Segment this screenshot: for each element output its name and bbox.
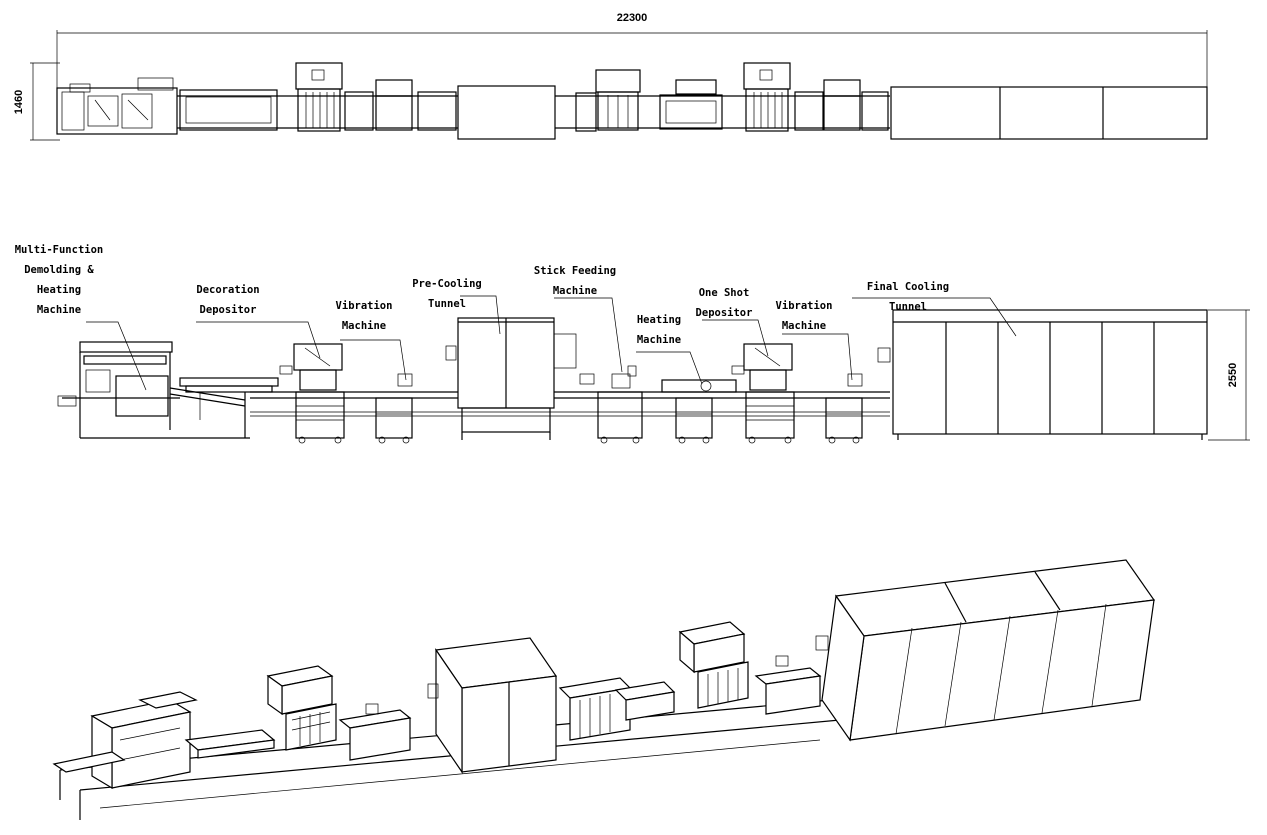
label-line: Heating <box>636 314 682 326</box>
length-dimension-label: 22300 <box>617 12 648 24</box>
label-line: Depositor <box>695 307 753 319</box>
label-line: Heating <box>36 284 82 296</box>
width-dimension-label: 1460 <box>13 90 25 114</box>
top-plan-view: 22300 1460 <box>13 12 1208 141</box>
label-vibration-machine-2: Vibration Machine <box>770 296 838 336</box>
label-multi-function-machine: Multi-Function Demolding & Heating Machi… <box>14 240 104 320</box>
label-line: Machine <box>341 320 387 332</box>
isometric-view <box>52 559 1156 820</box>
label-heating-machine: Heating Machine <box>628 310 690 350</box>
leader-lines <box>86 295 1017 391</box>
label-line: Machine <box>36 304 82 316</box>
label-line: Decoration <box>196 284 260 296</box>
label-stick-feeding-machine: Stick Feeding Machine <box>532 261 618 301</box>
label-line: Multi-Function <box>14 244 104 256</box>
label-line: Machine <box>636 334 682 346</box>
label-line: Depositor <box>199 304 257 316</box>
label-decoration-depositor: Decoration Depositor <box>190 280 266 320</box>
side-elevation-view: 2550 <box>57 295 1250 444</box>
label-line: Demolding & <box>24 264 94 276</box>
label-one-shot-depositor: One Shot Depositor <box>690 283 758 323</box>
label-line: Machine <box>552 285 598 297</box>
label-line: Vibration <box>775 300 833 312</box>
label-line: Vibration <box>335 300 393 312</box>
label-line: Machine <box>781 320 827 332</box>
label-line: One Shot <box>698 287 750 299</box>
label-line: Stick Feeding <box>533 265 617 277</box>
label-line: Pre-Cooling Tunnel <box>412 278 482 310</box>
label-pre-cooling-tunnel: Pre-Cooling Tunnel <box>392 274 502 314</box>
label-final-cooling-tunnel: Final Cooling Tunnel <box>848 277 968 317</box>
final-cooling-tunnel-plan <box>890 86 1208 140</box>
label-vibration-machine-1: Vibration Machine <box>330 296 398 336</box>
label-line: Final Cooling Tunnel <box>866 281 950 313</box>
pre-cooling-tunnel-plan <box>457 85 556 140</box>
height-dimension-label: 2550 <box>1227 363 1239 387</box>
